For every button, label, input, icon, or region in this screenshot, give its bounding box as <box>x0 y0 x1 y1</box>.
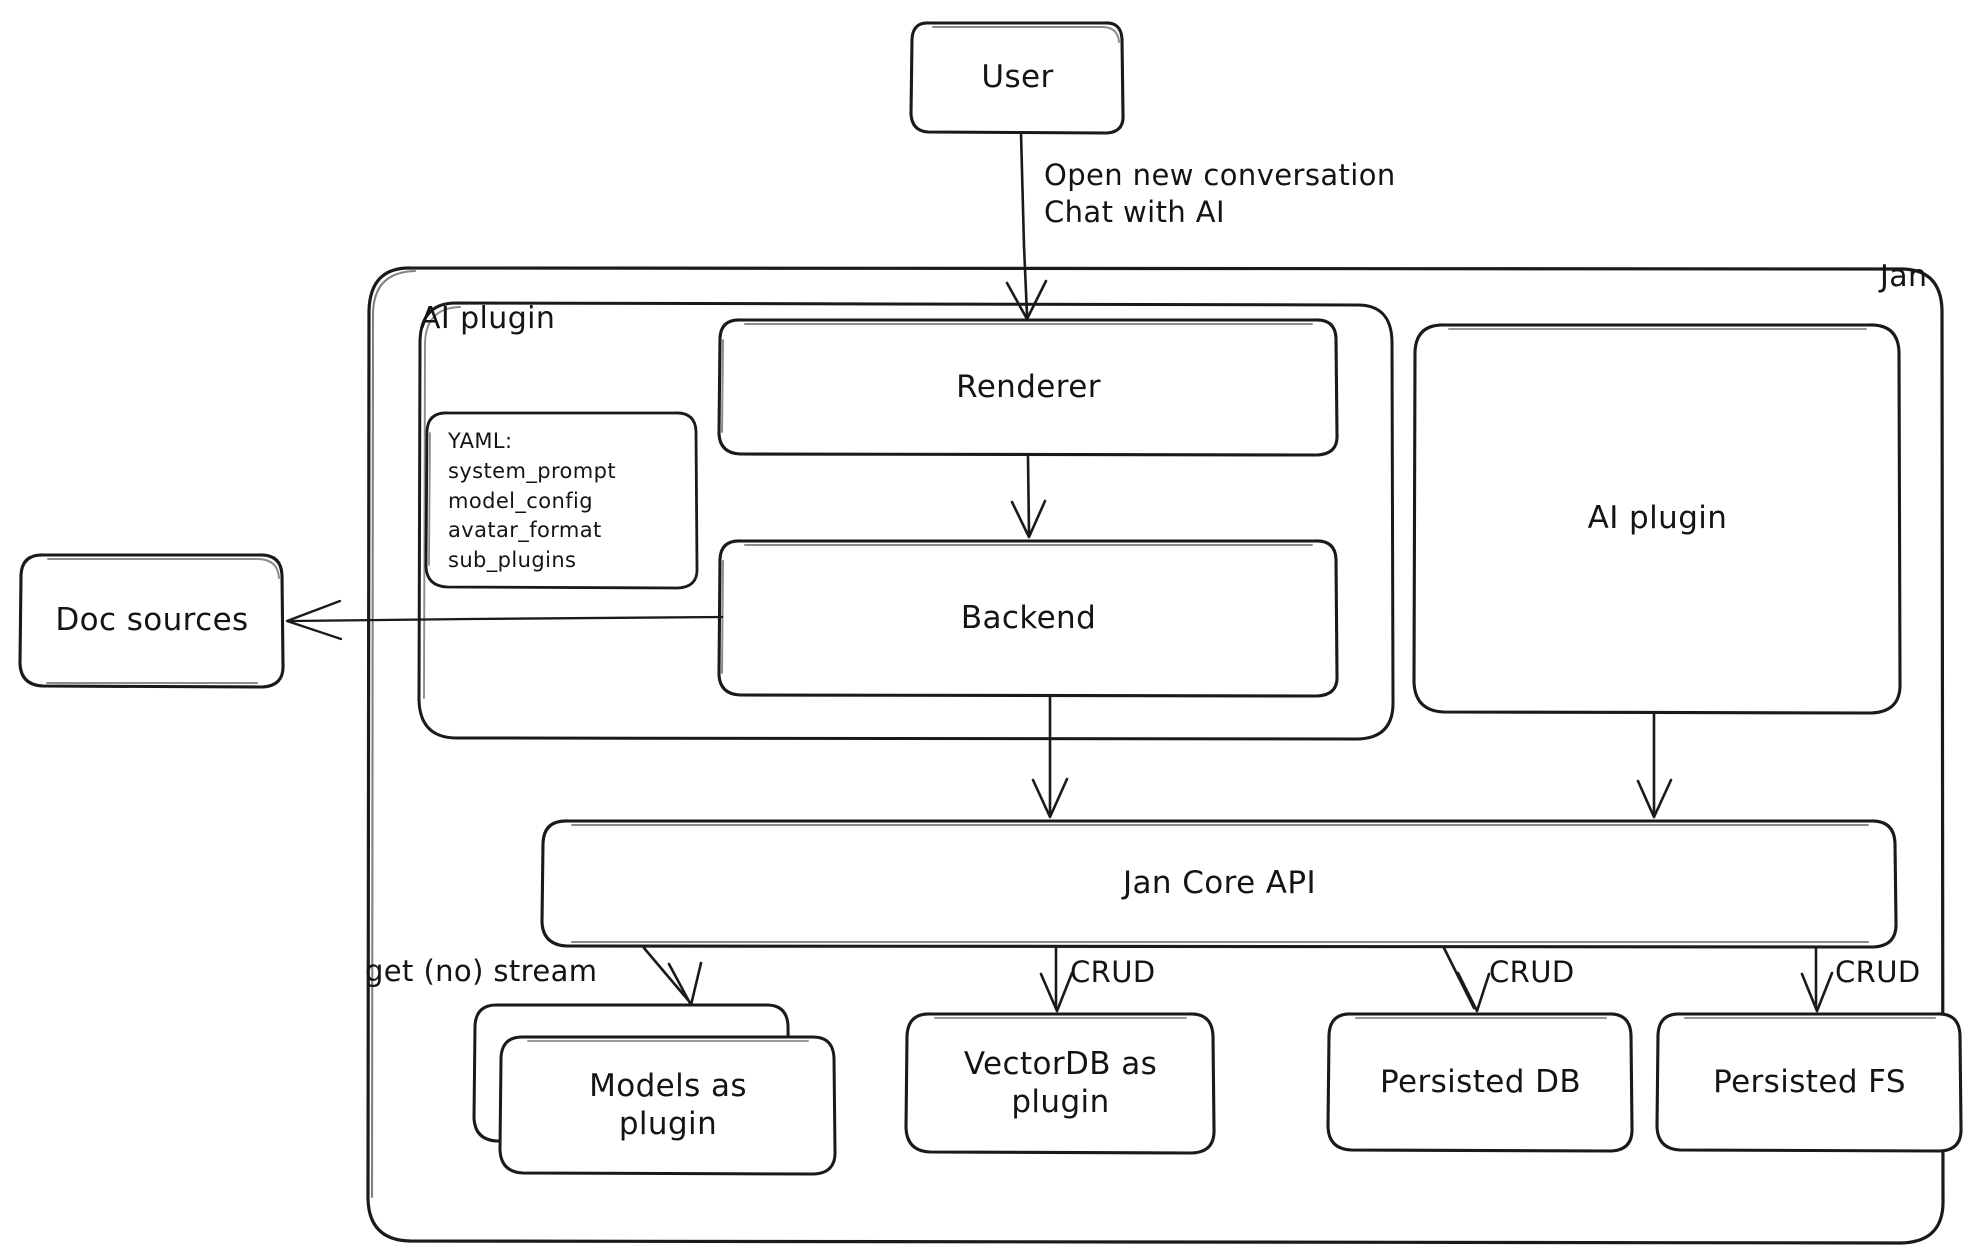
node-label-vectordb-as-plugin: VectorDB as plugin <box>963 1046 1158 1120</box>
node-box-doc-sources[interactable] <box>18 553 285 689</box>
edge-label-core-to-models: get (no) stream <box>365 954 598 988</box>
node-label-renderer: Renderer <box>956 368 1101 405</box>
edge-core-to-models <box>642 946 703 1007</box>
node-box-user[interactable] <box>909 21 1125 135</box>
edge-backend-to-jan-core-api <box>1031 695 1069 819</box>
node-label-jan-core-api: Jan Core API <box>1122 865 1317 902</box>
node-models-as-plugin[interactable]: Models as plugin <box>500 1037 836 1175</box>
node-label-models-as-plugin: Models as plugin <box>589 1068 747 1142</box>
node-ai-plugin[interactable]: AI plugin <box>1414 325 1901 713</box>
node-label-persisted-db: Persisted DB <box>1379 1063 1582 1100</box>
yaml-note-line-0: system_prompt <box>448 458 616 483</box>
yaml-note-line-3: sub_plugins <box>448 548 577 573</box>
node-box-ai-plugin[interactable] <box>1412 323 1902 715</box>
edge-label-core-to-persisted-db: CRUD <box>1489 955 1575 989</box>
edge-backend-to-doc-sources <box>285 599 724 641</box>
node-vectordb-as-plugin[interactable]: VectorDB as plugin <box>906 1014 1215 1154</box>
container-label-ai-plugin-group: AI plugin <box>420 301 556 336</box>
node-persisted-fs[interactable]: Persisted FS <box>1657 1014 1962 1151</box>
node-box-yaml-note <box>424 411 699 590</box>
node-jan-core-api[interactable]: Jan Core API <box>542 821 1897 947</box>
node-box-vectordb-as-plugin[interactable] <box>904 1012 1216 1155</box>
yaml-note: YAML: system_prompt model_config avatar_… <box>448 427 616 576</box>
edge-core-to-persisted-db <box>1442 946 1491 1013</box>
container-label-jan: Jan <box>1880 259 1928 294</box>
yaml-note-line-2: avatar_format <box>448 518 602 543</box>
node-box-persisted-fs[interactable] <box>1655 1012 1963 1153</box>
node-persisted-db[interactable]: Persisted DB <box>1328 1014 1633 1151</box>
edge-label-core-to-persisted-fs: CRUD <box>1835 955 1921 989</box>
edge-core-to-persisted-fs <box>1800 946 1834 1013</box>
node-label-doc-sources: Doc sources <box>55 602 249 639</box>
node-label-ai-plugin: AI plugin <box>1587 500 1728 537</box>
yaml-note-header: YAML: <box>448 429 513 453</box>
node-renderer[interactable]: Renderer <box>719 320 1338 455</box>
node-label-persisted-fs: Persisted FS <box>1713 1063 1906 1100</box>
node-doc-sources[interactable]: Doc sources <box>20 555 284 687</box>
node-box-persisted-db[interactable] <box>1326 1012 1634 1153</box>
edge-label-core-to-vectordb: CRUD <box>1070 955 1156 989</box>
edge-core-to-vectordb <box>1039 946 1074 1013</box>
node-box-jan-core-api[interactable] <box>540 819 1898 949</box>
edge-ai-plugin-to-jan-core-api <box>1636 712 1673 819</box>
node-label-backend: Backend <box>960 599 1097 636</box>
node-box-renderer[interactable] <box>717 318 1339 457</box>
node-box-models-as-plugin[interactable] <box>472 1003 837 1176</box>
edge-label-user-to-renderer: Open new conversation Chat with AI <box>1044 158 1396 230</box>
node-user[interactable]: User <box>911 23 1124 133</box>
edge-renderer-to-backend <box>1010 455 1047 539</box>
node-box-backend[interactable] <box>717 539 1339 698</box>
yaml-note-line-1: model_config <box>448 488 593 513</box>
node-backend[interactable]: Backend <box>719 541 1338 696</box>
edge-user-to-renderer <box>1005 131 1048 321</box>
node-label-user: User <box>981 59 1054 96</box>
